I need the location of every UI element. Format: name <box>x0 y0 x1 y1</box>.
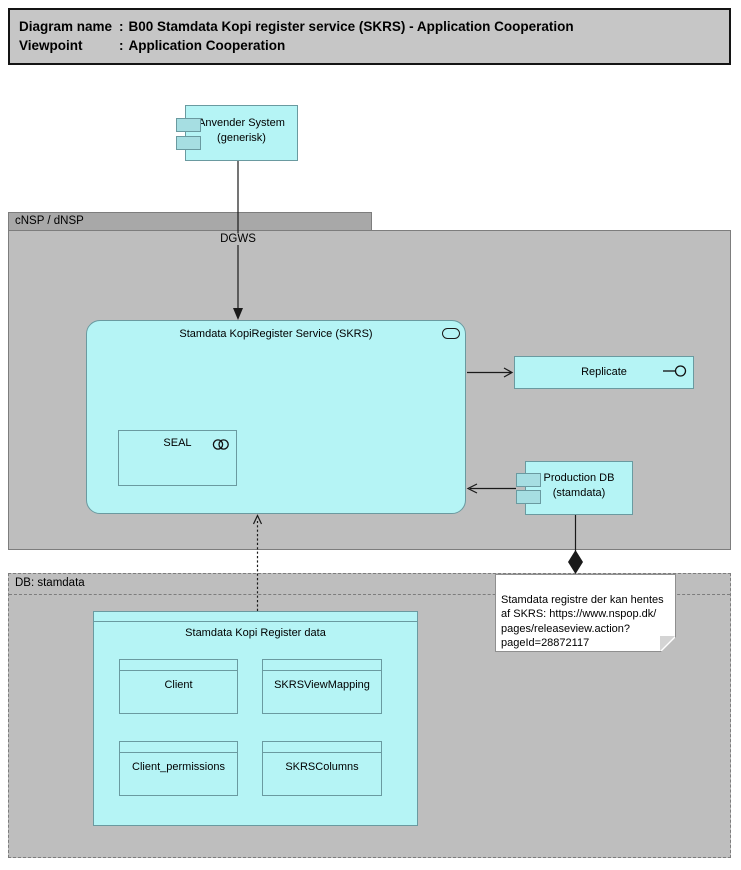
data-object-client[interactable]: Client <box>119 659 238 714</box>
data-object-client-permissions[interactable]: Client_permissions <box>119 741 238 796</box>
diagram-name-row: Diagram name: B00 Stamdata Kopi register … <box>19 17 720 36</box>
component-icon <box>176 136 201 150</box>
group-db-stamdata-label: DB: stamdata <box>15 577 85 589</box>
separator: : <box>119 38 124 53</box>
data-object-header-strip <box>263 742 381 753</box>
diagram-name-value: B00 Stamdata Kopi register service (SKRS… <box>128 19 574 34</box>
viewpoint-row: Viewpoint: Application Cooperation <box>19 36 720 55</box>
component-proddb-label-line1: Production DB <box>543 472 615 484</box>
component-anvender-label-line1: Anvender System <box>198 117 285 129</box>
service-replicate-label: Replicate <box>581 366 627 378</box>
component-anvender-system[interactable]: Anvender System (generisk) <box>176 105 298 161</box>
viewpoint-value: Application Cooperation <box>128 38 286 53</box>
data-object-header-strip <box>120 660 237 671</box>
data-object-skrsviewmapping-label: SKRSViewMapping <box>274 679 370 691</box>
data-object-skrscolumns-label: SKRSColumns <box>285 761 359 773</box>
component-icon <box>516 473 541 487</box>
application-service-icon <box>442 328 460 339</box>
application-seal-label: SEAL <box>163 437 192 449</box>
data-object-group-title: Stamdata Kopi Register data <box>185 627 326 639</box>
data-object-client-permissions-label: Client_permissions <box>132 761 225 773</box>
data-object-header-strip <box>263 660 381 671</box>
data-object-skrscolumns[interactable]: SKRSColumns <box>262 741 382 796</box>
service-replicate[interactable]: Replicate <box>514 356 694 389</box>
data-object-header-strip <box>120 742 237 753</box>
note-text: Stamdata registre der kan hentes af SKRS… <box>501 593 664 649</box>
viewpoint-label: Viewpoint <box>19 38 83 53</box>
component-proddb-label-line2: (stamdata) <box>552 487 606 499</box>
note-stamdata-registre[interactable]: Stamdata registre der kan hentes af SKRS… <box>495 574 676 652</box>
component-anvender-label-line2: (generisk) <box>217 132 266 144</box>
data-object-skrsviewmapping[interactable]: SKRSViewMapping <box>262 659 382 714</box>
diagram-name-label: Diagram name <box>19 19 113 34</box>
diagram-title-box: Diagram name: B00 Stamdata Kopi register … <box>8 8 731 65</box>
collaboration-icon <box>212 438 230 456</box>
dgws-flow-label: DGWS <box>217 233 259 245</box>
group-cnsp-dnsp-label: cNSP / dNSP <box>15 215 84 227</box>
application-skrs-title: Stamdata KopiRegister Service (SKRS) <box>179 328 373 340</box>
component-icon <box>176 118 201 132</box>
separator: : <box>119 19 124 34</box>
data-object-header-strip <box>94 612 417 622</box>
data-object-client-label: Client <box>164 679 193 691</box>
group-cnsp-dnsp-tab[interactable]: cNSP / dNSP <box>8 212 372 231</box>
application-seal[interactable]: SEAL <box>118 430 237 486</box>
component-icon <box>516 490 541 504</box>
group-db-stamdata-label-row: DB: stamdata <box>9 574 730 595</box>
interface-icon <box>663 364 687 382</box>
data-object-group[interactable]: Stamdata Kopi Register data Client SKRSV… <box>93 611 418 826</box>
component-production-db[interactable]: Production DB (stamdata) <box>516 461 633 515</box>
